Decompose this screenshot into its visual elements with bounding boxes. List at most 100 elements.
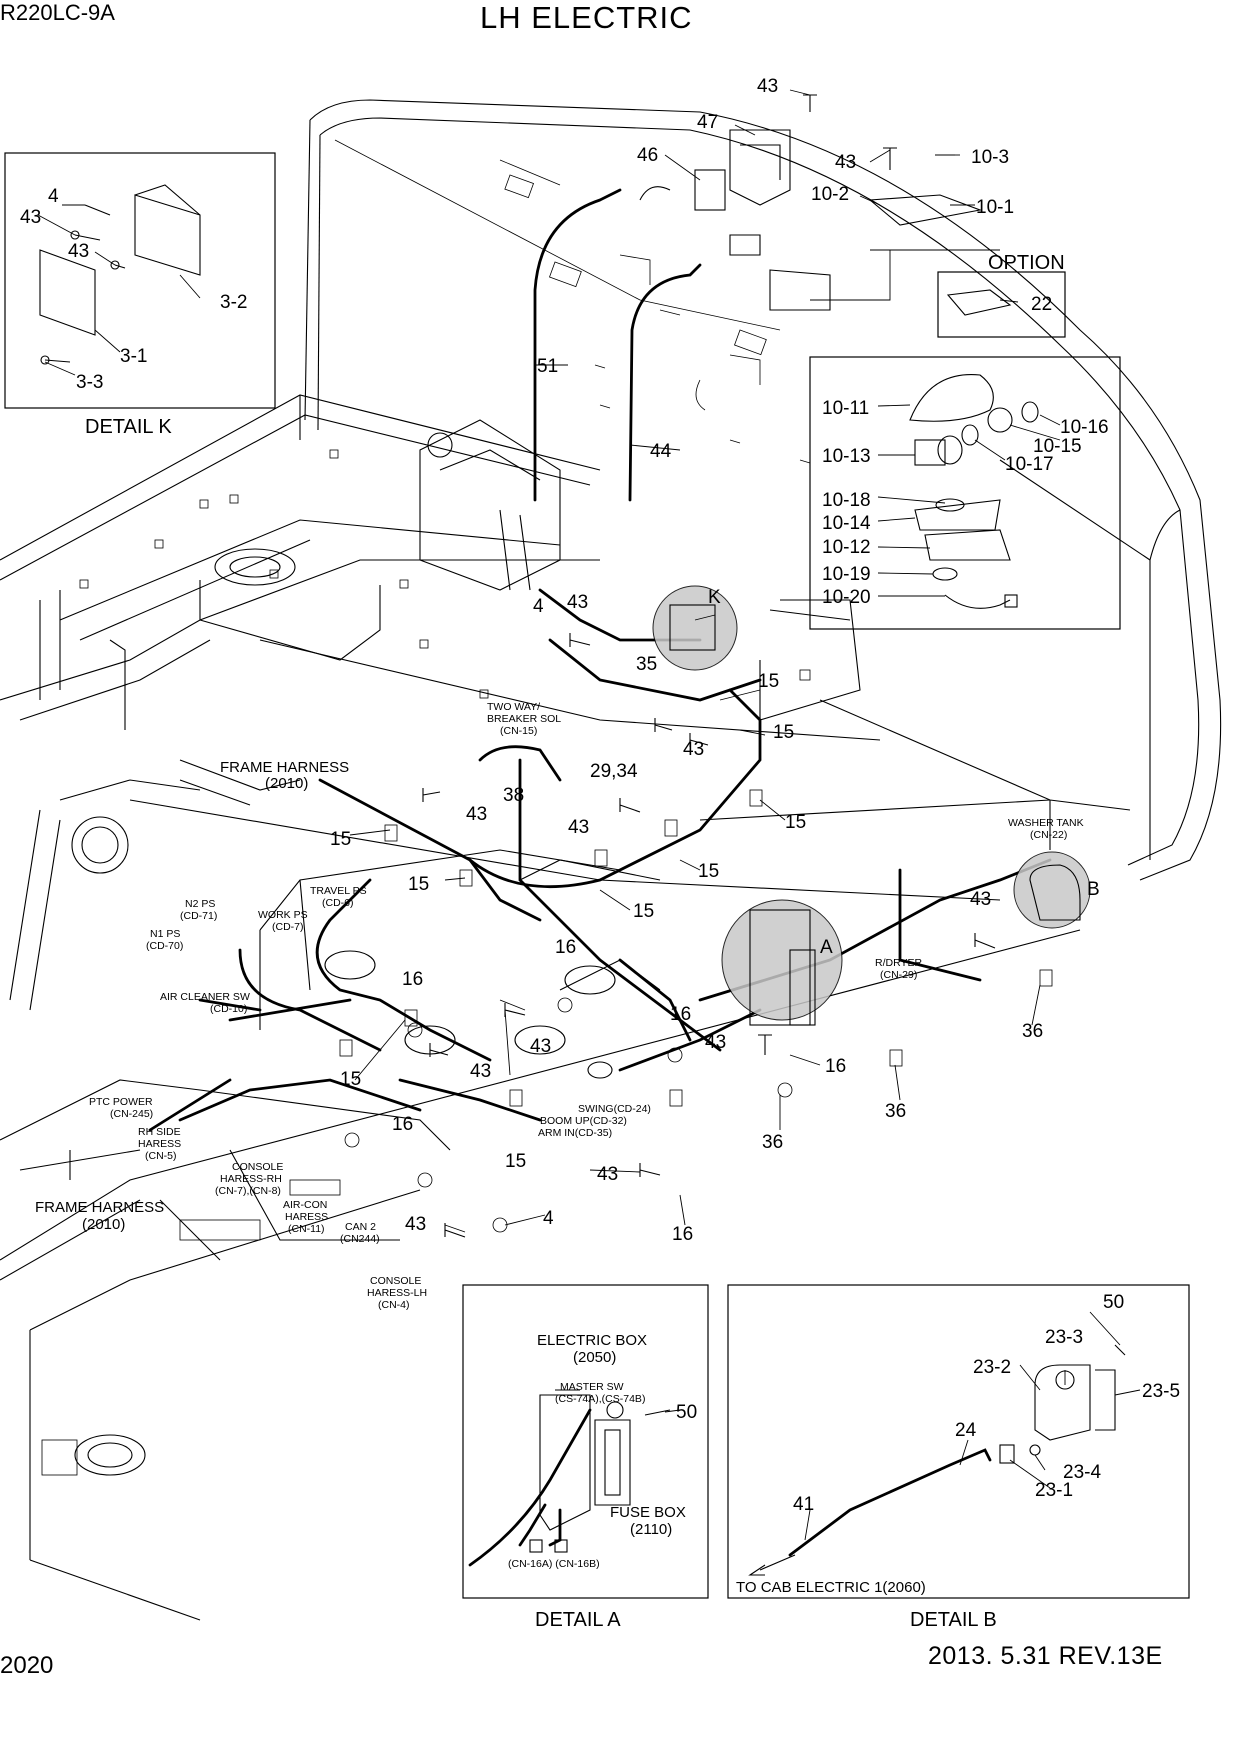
label-cd10: (CD-10) (210, 1003, 247, 1015)
lamp-cover-47 (729, 129, 791, 206)
label-10-12: 10-12 (822, 537, 871, 558)
label-cn245: (CN-245) (110, 1108, 153, 1120)
label-36-a: 36 (1022, 1021, 1043, 1042)
label-air-con-haress: HARESS (285, 1211, 328, 1223)
detail-k-box (4, 152, 276, 409)
label-23-3: 23-3 (1045, 1327, 1083, 1348)
label-43-main2: 43 (683, 739, 704, 760)
label-air-con: AIR-CON (283, 1199, 327, 1211)
label-cn244: (CN244) (340, 1233, 380, 1245)
label-frame-harness-2: FRAME HARNESS (35, 1199, 164, 1216)
label-10-17: 10-17 (1005, 454, 1054, 475)
label-43-main6: 43 (530, 1036, 551, 1057)
label-cn7-cn8: (CN-7),(CN-8) (215, 1185, 281, 1197)
label-35: 35 (636, 654, 657, 675)
label-r-dryer: R/DRYER (875, 957, 922, 969)
label-43-main10: 43 (405, 1214, 426, 1235)
label-air-cleaner-sw: AIR CLEANER SW (160, 991, 250, 1003)
detail-a-parts (468, 1389, 671, 1567)
cover-3-2 (134, 194, 201, 276)
label-23-1: 23-1 (1035, 1480, 1073, 1501)
clamp (459, 869, 473, 887)
label-15-a: 15 (758, 671, 779, 692)
label-15-i: 15 (505, 1151, 526, 1172)
label-44: 44 (650, 441, 672, 462)
label-fuse-box-ref: (2110) (630, 1521, 672, 1538)
label-47: 47 (697, 112, 718, 133)
label-41: 41 (793, 1494, 814, 1515)
seal-10-18 (935, 498, 965, 512)
grommet (344, 1132, 360, 1148)
grommet (557, 997, 573, 1013)
harness-clamps (339, 789, 1053, 1233)
master-sw (606, 1401, 624, 1419)
bolt (883, 147, 897, 170)
label-10-16: 10-16 (1060, 417, 1109, 438)
label-4-b: 4 (543, 1208, 554, 1229)
label-10-13: 10-13 (822, 446, 871, 467)
label-haress-lh: HARESS-LH (367, 1287, 427, 1299)
gasket-10-14 (914, 499, 1001, 531)
label-15-b: 15 (773, 722, 794, 743)
label-15-c: 15 (330, 829, 351, 850)
model-code: R220LC-9A (0, 0, 115, 25)
grommet (667, 1047, 683, 1063)
revision-date: 2013. 5.31 REV.13E (928, 1642, 1163, 1670)
label-15-h: 15 (340, 1069, 361, 1090)
label-breaker-sol: BREAKER SOL (487, 713, 561, 725)
label-15-e: 15 (408, 874, 429, 895)
label-43-main5: 43 (970, 889, 991, 910)
clamp (889, 1049, 903, 1067)
label-3-3: 3-3 (76, 372, 103, 393)
label-b-marker: B (1087, 879, 1100, 900)
label-frame-harness-1: FRAME HARNESS (220, 759, 349, 776)
grommet (492, 1217, 508, 1233)
pump-23-1 (999, 1444, 1015, 1464)
bolt-50 (644, 1409, 671, 1416)
label-10-15: 10-15 (1033, 436, 1082, 457)
label-electric-box: ELECTRIC BOX (537, 1332, 647, 1349)
clamp (749, 789, 763, 807)
label-43-top: 43 (757, 76, 778, 97)
label-washer-tank: WASHER TANK (1008, 817, 1084, 829)
beacon-detail-box (809, 356, 1121, 630)
detail-a-marker (721, 899, 843, 1021)
label-rh-side: RH SIDE (138, 1126, 181, 1138)
label-15-d: 15 (785, 812, 806, 833)
label-detail-k: DETAIL K (85, 416, 172, 438)
label-16-e: 16 (392, 1114, 413, 1135)
grommet (407, 1022, 423, 1038)
label-console-lh: CONSOLE (370, 1275, 421, 1287)
label-ptc-power: PTC POWER (89, 1096, 153, 1108)
clamp (404, 1009, 418, 1027)
label-k-marker: K (708, 587, 721, 608)
label-43-main8: 43 (470, 1061, 491, 1082)
label-43-main4: 43 (568, 817, 589, 838)
bolt (504, 1003, 526, 1017)
label-can2: CAN 2 (345, 1221, 376, 1233)
lens-10-11 (909, 374, 994, 422)
label-46: 46 (637, 145, 658, 166)
label-50-b: 50 (1103, 1292, 1124, 1313)
label-10-18: 10-18 (822, 490, 871, 511)
detail-k-marker (652, 585, 738, 671)
grommet (777, 1082, 793, 1098)
electric-box (539, 1394, 591, 1531)
label-boom-up: BOOM UP(CD-32) (540, 1115, 627, 1127)
beacon-detail-parts (909, 374, 1039, 609)
label-43-k2: 43 (68, 241, 89, 262)
clamp (594, 849, 608, 867)
label-cn16: (CN-16A) (CN-16B) (508, 1558, 600, 1570)
bolt (569, 633, 591, 647)
grommet (417, 1172, 433, 1188)
label-23-2: 23-2 (973, 1357, 1011, 1378)
label-50-a: 50 (676, 1402, 697, 1423)
bolts (422, 94, 996, 1238)
label-two-way: TWO WAY/ (487, 701, 540, 713)
ring-10-17 (961, 424, 979, 446)
label-work-ps: WORK PS (258, 909, 308, 921)
label-n1-ps: N1 PS (150, 928, 180, 940)
label-cd71: (CD-71) (180, 910, 217, 922)
label-a-marker: A (820, 937, 833, 958)
